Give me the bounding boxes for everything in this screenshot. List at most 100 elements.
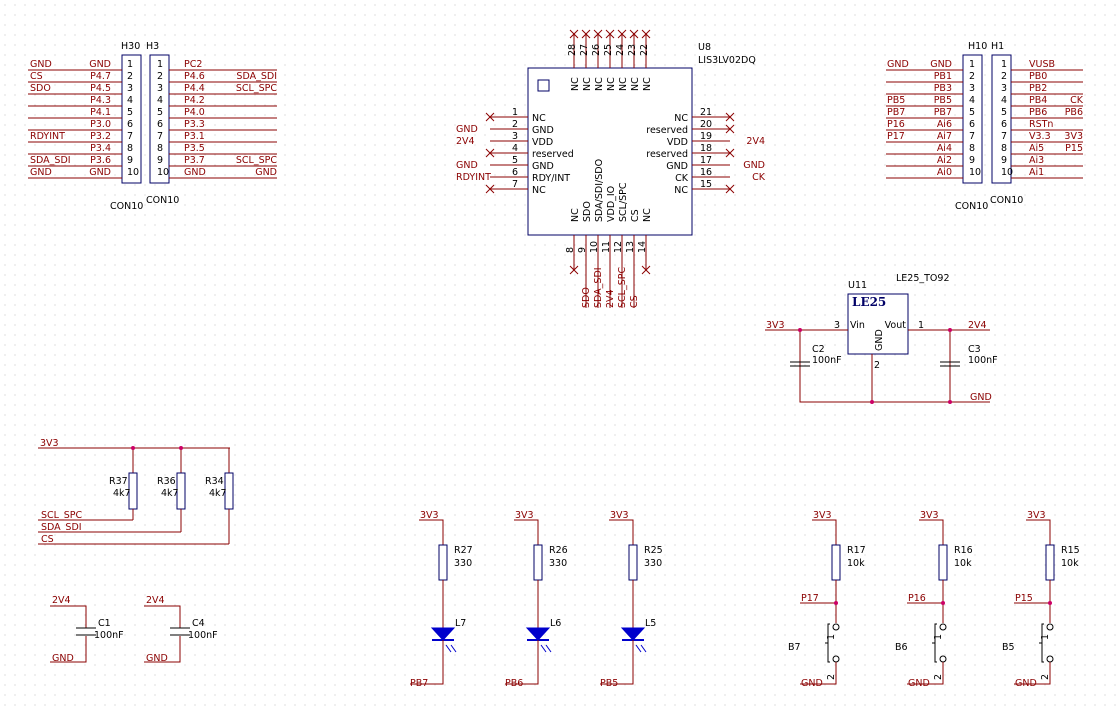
sensor-pin-number: 20	[700, 119, 712, 130]
button-top-wire	[1026, 519, 1051, 545]
connector-h30-net-label: GND	[30, 59, 52, 70]
decoupling-top-net: 2V4	[146, 595, 165, 606]
connector-h1-pin-number: 5	[1001, 107, 1007, 118]
sensor-net-label: GND	[456, 124, 478, 135]
connector-h30-pin-number: 1	[127, 59, 133, 70]
connector-h30-pin-net: P4.7	[90, 71, 111, 82]
regulator-pin-number: 3	[834, 320, 840, 331]
sensor-net-label: 2V4	[456, 136, 475, 147]
connector-h1-body	[991, 54, 1012, 184]
connector-h3-pin-number: 6	[157, 119, 163, 130]
sensor-pin-name: SCL/SPC	[618, 182, 629, 222]
junction-dot	[834, 601, 838, 605]
sensor-pin-number: 17	[700, 155, 712, 166]
sensor-pin-number: 4	[512, 143, 518, 154]
button-top-wire	[812, 519, 837, 545]
button-resistor-body	[1045, 544, 1055, 581]
led-ref: L6	[550, 618, 561, 629]
connector-h30-pin-number: 8	[127, 143, 133, 154]
sensor-pin1-marker	[537, 79, 550, 92]
connector-h10-pin-net: Ai2	[937, 155, 952, 166]
button-resistor-ref: R16	[954, 545, 973, 556]
regulator-gnd-pin: GND	[874, 329, 885, 351]
no-connect-mark	[485, 184, 495, 194]
sensor-pin-name: NC	[674, 113, 688, 124]
connector-h3-net-label: SCL_SPC	[236, 83, 277, 94]
no-connect-mark	[569, 29, 579, 39]
sensor-pin-number: 23	[627, 44, 638, 56]
sensor-pin-name: NC	[570, 208, 581, 222]
connector-h1-pin-net: PB6	[1029, 107, 1047, 118]
button-contact	[832, 655, 840, 663]
no-connect-mark	[605, 29, 615, 39]
led-top-net: 3V3	[610, 510, 629, 521]
connector-h30-pin-net: P4.1	[90, 107, 111, 118]
regulator-u11-body	[847, 293, 909, 355]
connector-h1-value: CON10	[990, 195, 1023, 206]
led-resistor-ref: R25	[644, 545, 663, 556]
led-bottom-wire	[600, 640, 634, 685]
sensor-pin-number: 26	[591, 44, 602, 56]
button-ref: B7	[788, 642, 801, 653]
sensor-pin-name: NC	[618, 77, 629, 91]
sensor-pin-name: GND	[532, 161, 554, 172]
connector-h10-pin-number: 6	[969, 119, 975, 130]
button-bottom-wire	[907, 662, 944, 685]
connector-h3-net-label: SCL_SPC	[236, 155, 277, 166]
led-bottom-wire	[410, 640, 444, 685]
capacitor-c2-value: 100nF	[812, 355, 842, 366]
sensor-pin-name: NC	[570, 77, 581, 91]
connector-h30-pin-net: P4.5	[90, 83, 111, 94]
decoupling-bottom-net: GND	[52, 653, 74, 664]
connector-h10-pin-net: Ai4	[937, 143, 952, 154]
decoupling-cap-value: 100nF	[94, 630, 124, 641]
sensor-pin-number: 27	[579, 44, 590, 56]
button-resistor-ref: R15	[1061, 545, 1080, 556]
sensor-pin-name: SDO	[582, 201, 593, 222]
decoupling-top-wire	[50, 605, 87, 628]
sensor-net-label: CS	[629, 295, 640, 308]
junction-dot	[798, 328, 802, 332]
regulator-ref: U11	[848, 280, 867, 291]
connector-h3-body	[149, 54, 170, 184]
connector-h10-pin-number: 1	[969, 59, 975, 70]
connector-h10-pin-number: 8	[969, 143, 975, 154]
sensor-net-label: 2V4	[746, 136, 765, 147]
connector-h30-pin-number: 10	[127, 167, 139, 178]
sensor-pin-number: 2	[512, 119, 518, 130]
connector-h1-pin-number: 3	[1001, 83, 1007, 94]
sensor-u8-ref: U8	[698, 42, 711, 53]
regulator-gnd-net: GND	[970, 392, 992, 403]
connector-h1-pin-net: PB0	[1029, 71, 1047, 82]
sensor-pin-name: NC	[642, 208, 653, 222]
connector-h3-pin-number: 2	[157, 71, 163, 82]
connector-h3-pin-number: 10	[157, 167, 169, 178]
connector-h1-pin-number: 9	[1001, 155, 1007, 166]
junction-dot	[870, 400, 874, 404]
connector-h10-net-label: P16	[887, 119, 905, 130]
pullup-resistor-value: 4k7	[161, 488, 179, 499]
button-pin-number: 1	[933, 634, 944, 640]
led-top-wire	[609, 519, 634, 545]
regulator-vout-pin: Vout	[885, 320, 907, 331]
connector-h3-pin-net: P4.6	[184, 71, 205, 82]
sensor-u8-value: LIS3LV02DQ	[698, 55, 756, 66]
junction-dot	[941, 601, 945, 605]
sensor-pin-number: 24	[615, 44, 626, 56]
sensor-pin-name: NC	[532, 113, 546, 124]
sensor-pin-number: 6	[512, 167, 518, 178]
connector-h1-pin-number: 1	[1001, 59, 1007, 70]
pullup-resistor-ref: R34	[205, 476, 224, 487]
button-contact	[832, 623, 840, 631]
sensor-pin-name: NC	[674, 185, 688, 196]
sensor-pin-name: CS	[630, 209, 641, 222]
sensor-pin-name: reserved	[532, 149, 574, 160]
led-resistor-body	[628, 544, 638, 581]
connector-h1-pin-number: 7	[1001, 131, 1007, 142]
connector-h3-value: CON10	[146, 195, 179, 206]
led-triangle-icon	[620, 627, 646, 641]
connector-h1-pin-number: 10	[1001, 167, 1013, 178]
connector-h10-net-label: PB5	[887, 95, 905, 106]
button-net-label: P15	[1015, 593, 1033, 604]
pullup-resistor-value: 4k7	[113, 488, 131, 499]
